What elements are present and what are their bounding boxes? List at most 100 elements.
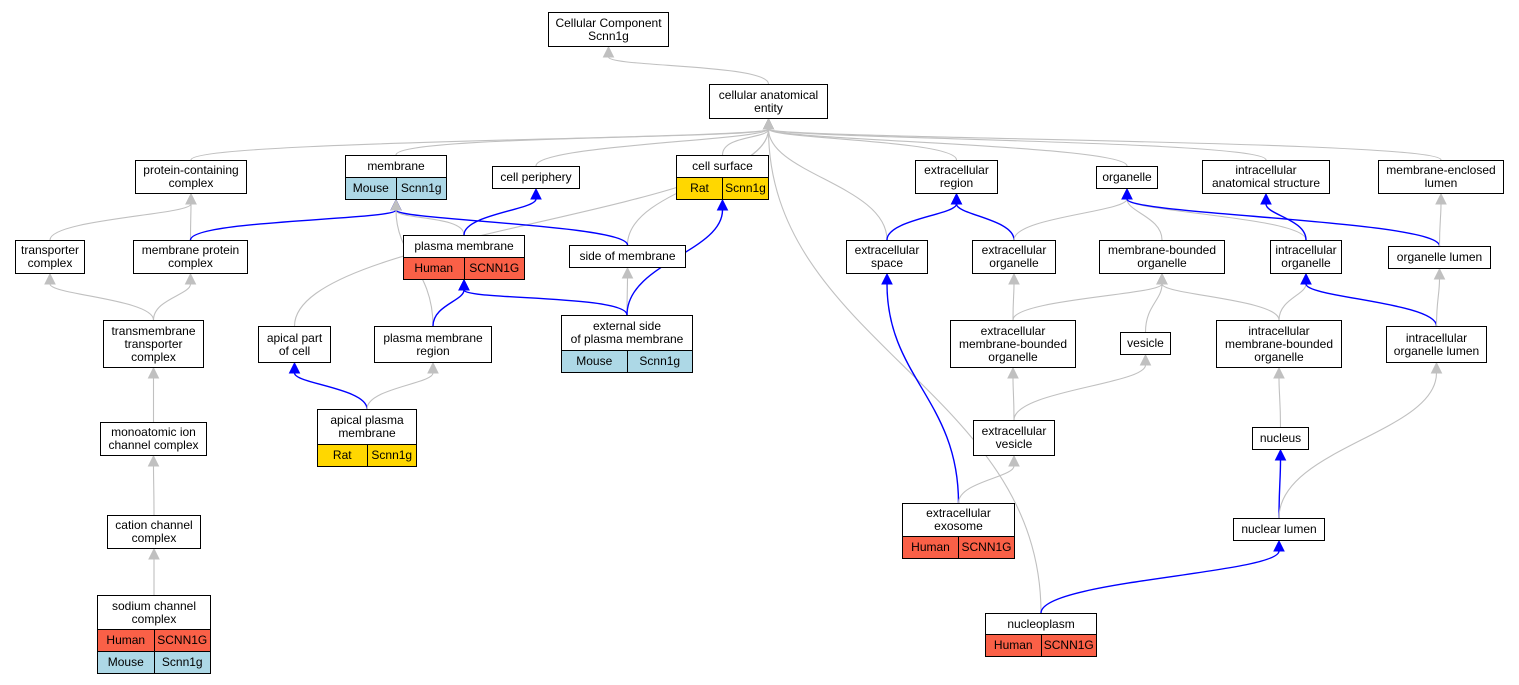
- edge-part-of: [1265, 203, 1307, 241]
- species-cell: Rat: [318, 445, 367, 466]
- edge-arrowhead: [1008, 272, 1020, 285]
- edge-is-a: [1126, 198, 1163, 241]
- node-label: plasma membrane: [414, 239, 514, 253]
- edge-arrowhead: [1433, 267, 1446, 280]
- edge-arrowhead: [1430, 361, 1443, 374]
- node-nuclear-lumen[interactable]: nuclear lumen: [1233, 518, 1325, 541]
- node-label: extracellular exosome: [926, 506, 991, 533]
- node-transporter-complex[interactable]: transporter complex: [15, 240, 85, 274]
- species-cell: Human: [986, 635, 1041, 656]
- node-protein-containing-complex[interactable]: protein-containing complex: [135, 160, 247, 194]
- edge-part-of: [432, 289, 465, 327]
- node-plasma-membrane-region[interactable]: plasma membrane region: [374, 326, 492, 363]
- node-label: intracellular organelle lumen: [1393, 330, 1480, 358]
- edge-is-a: [721, 128, 770, 156]
- node-cation-channel-complex[interactable]: cation channel complex: [107, 515, 201, 549]
- node-transmembrane-transporter-complex[interactable]: transmembrane transporter complex: [103, 320, 204, 368]
- node-label: apical plasma membrane: [330, 413, 404, 440]
- node-side-of-membrane[interactable]: side of membrane: [569, 245, 686, 268]
- edge-is-a: [767, 128, 1042, 614]
- edge-arrowhead: [1300, 272, 1312, 285]
- species-cell: Human: [98, 630, 154, 651]
- edge-arrowhead: [1273, 539, 1285, 552]
- edge-is-a: [395, 209, 465, 236]
- edge-is-a: [49, 203, 192, 241]
- gene-cell: Scnn1g: [722, 178, 768, 199]
- edge-part-of: [886, 283, 960, 504]
- node-organelle[interactable]: organelle: [1096, 166, 1158, 189]
- node-label: cell surface: [692, 159, 753, 173]
- edge-is-a: [535, 128, 770, 167]
- node-extracellular-vesicle[interactable]: extracellular vesicle: [973, 420, 1055, 456]
- gene-cell: SCNN1G: [463, 258, 524, 279]
- edge-arrowhead: [1260, 192, 1272, 205]
- species-cell: Mouse: [346, 178, 396, 199]
- node-vesicle[interactable]: vesicle: [1120, 332, 1171, 355]
- edge-is-a: [152, 283, 192, 321]
- node-label: intracellular anatomical structure: [1211, 163, 1321, 190]
- edge-is-a: [1278, 283, 1307, 321]
- edge-arrowhead: [1274, 448, 1287, 461]
- edge-arrowhead: [762, 117, 775, 130]
- node-label: cation channel complex: [115, 518, 193, 545]
- node-intracellular-organelle-lumen[interactable]: intracellular organelle lumen: [1386, 326, 1487, 363]
- node-organelle-lumen[interactable]: organelle lumen: [1388, 246, 1491, 269]
- node-label: intracellular organelle: [1275, 243, 1337, 270]
- edge-arrowhead: [716, 198, 729, 211]
- node-membrane-protein-complex[interactable]: membrane protein complex: [133, 240, 248, 274]
- edge-is-a: [767, 128, 1442, 161]
- node-intracellular-anatomical-structure[interactable]: intracellular anatomical structure: [1202, 160, 1330, 194]
- node-nucleus[interactable]: nucleus: [1252, 427, 1309, 450]
- edge-is-a: [607, 56, 770, 85]
- node-extracellular-region[interactable]: extracellular region: [915, 160, 998, 194]
- node-cell-periphery[interactable]: cell periphery: [492, 166, 580, 189]
- gene-cell: Scnn1g: [626, 351, 692, 372]
- node-monoatomic-ion-channel-complex[interactable]: monoatomic ion channel complex: [100, 422, 207, 456]
- edge-arrowhead: [1007, 366, 1019, 379]
- node-label: nucleoplasm: [1007, 616, 1075, 631]
- node-membrane-bounded-organelle[interactable]: membrane-bounded organelle: [1099, 240, 1225, 274]
- node-apical-part-of-cell[interactable]: apical part of cell: [258, 326, 331, 363]
- edge-is-a: [1012, 377, 1015, 421]
- edge-is-a: [1012, 283, 1015, 321]
- node-label: transporter complex: [20, 243, 80, 270]
- gene-cell: Scnn1g: [366, 445, 416, 466]
- node-membrane-enclosed-lumen[interactable]: membrane-enclosed lumen: [1378, 160, 1504, 194]
- node-intracellular-organelle[interactable]: intracellular organelle: [1270, 240, 1342, 274]
- node-extracellular-organelle[interactable]: extracellular organelle: [972, 240, 1056, 274]
- node-label: membrane-enclosed lumen: [1386, 163, 1496, 190]
- edge-is-a: [767, 128, 1267, 161]
- edge-is-a: [1435, 278, 1441, 327]
- edge-arrowhead: [185, 192, 197, 205]
- node-cellular-anatomical-entity[interactable]: cellular anatomical entity: [709, 84, 828, 119]
- node-label: side of membrane: [579, 249, 676, 263]
- node-label: transmembrane transporter complex: [111, 323, 196, 364]
- edge-is-a: [1013, 198, 1128, 241]
- edge-arrowhead: [427, 361, 439, 374]
- node-label: sodium channel complex: [111, 598, 197, 626]
- node-cellular-component-scnn1g[interactable]: Cellular Component Scnn1g: [548, 12, 669, 47]
- node-extracellular-space[interactable]: extracellular space: [846, 240, 928, 274]
- edge-is-a: [1278, 377, 1282, 428]
- node-label: membrane: [367, 159, 425, 173]
- node-extracellular-membrane-bounded-organelle[interactable]: extracellular membrane-bounded organelle: [950, 320, 1076, 368]
- gene-cell: Scnn1g: [153, 652, 210, 673]
- edge-arrowhead: [530, 187, 542, 200]
- edge-is-a: [189, 203, 192, 241]
- edge-is-a: [1278, 372, 1438, 519]
- node-label: nuclear lumen: [1241, 522, 1317, 536]
- edge-is-a: [152, 465, 155, 516]
- node-intracellular-membrane-bounded-organelle[interactable]: intracellular membrane-bounded organelle: [1216, 320, 1342, 368]
